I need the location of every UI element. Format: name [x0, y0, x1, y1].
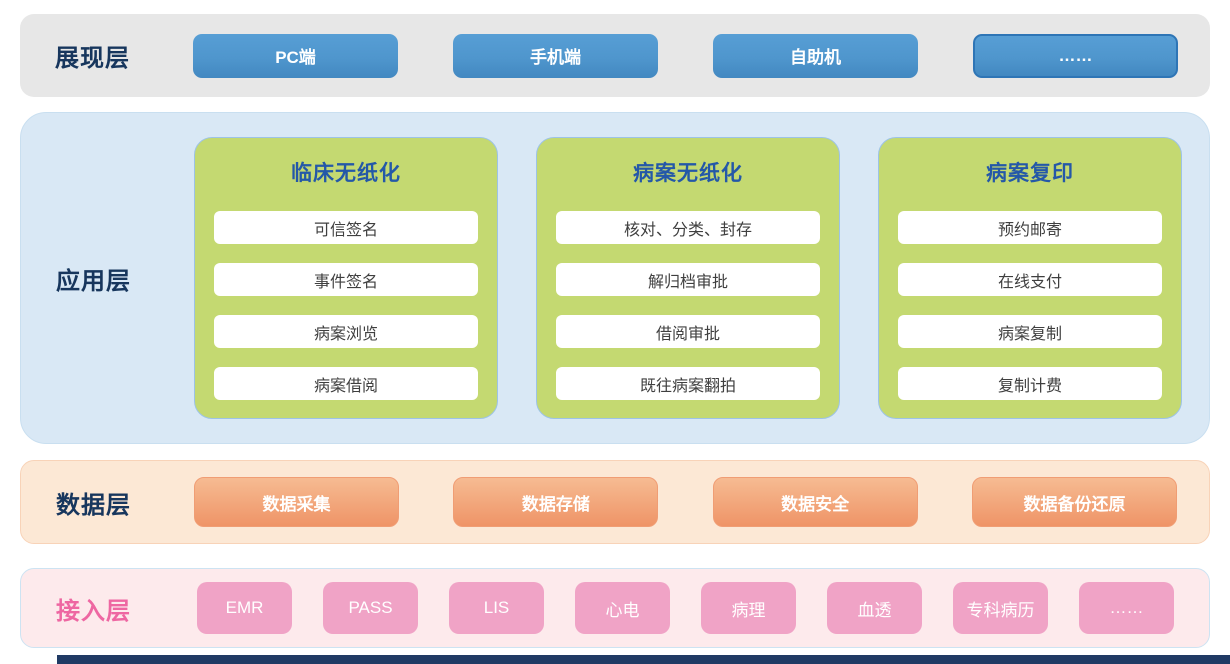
application-layer-label: 应用层: [56, 267, 131, 295]
access-node-pathology: 病理: [701, 582, 796, 634]
app-card-records-paperless: 病案无纸化 核对、分类、封存 解归档审批 借阅审批 既往病案翻拍: [536, 137, 840, 419]
app-feature-pill: 事件签名: [214, 263, 478, 296]
presentation-node-more: ……: [973, 33, 1178, 78]
app-feature-pill: 可信签名: [214, 211, 478, 244]
app-feature-pill: 核对、分类、封存: [556, 211, 820, 244]
data-node-security: 数据安全: [712, 477, 918, 527]
app-feature-pill: 在线支付: [898, 263, 1162, 296]
access-node-emr: EMR: [197, 582, 292, 634]
data-node-collection: 数据采集: [194, 477, 399, 527]
presentation-layer: 展现层 PC端 手机端 自助机 ……: [20, 14, 1210, 97]
card-title: 临床无纸化: [291, 162, 401, 185]
access-node-specialty-records: 专科病历: [953, 582, 1048, 634]
app-feature-pill: 病案浏览: [214, 315, 478, 348]
access-layer: 接入层 EMR PASS LIS 心电 病理 血透 专科病历 ……: [20, 568, 1210, 648]
app-feature-pill: 解归档审批: [556, 263, 820, 296]
data-node-storage: 数据存储: [453, 477, 659, 527]
presentation-node-mobile: 手机端: [453, 33, 658, 78]
app-card-clinical-paperless: 临床无纸化 可信签名 事件签名 病案浏览 病案借阅: [194, 137, 498, 419]
access-node-lis: LIS: [449, 582, 544, 634]
app-feature-pill: 预约邮寄: [898, 211, 1162, 244]
app-card-records-copy: 病案复印 预约邮寄 在线支付 病案复制 复制计费: [878, 137, 1182, 419]
access-node-hemodialysis: 血透: [827, 582, 922, 634]
data-node-row: 数据采集 数据存储 数据安全 数据备份还原: [194, 477, 1209, 527]
app-feature-pill: 病案借阅: [214, 367, 478, 400]
presentation-node-kiosk: 自助机: [713, 33, 918, 78]
app-feature-pill: 借阅审批: [556, 315, 820, 348]
access-layer-label: 接入层: [56, 597, 131, 625]
application-card-row: 临床无纸化 可信签名 事件签名 病案浏览 病案借阅 病案无纸化 核对、分类、封存…: [194, 137, 1209, 419]
card-title: 病案复印: [986, 162, 1074, 185]
app-feature-pill: 病案复制: [898, 315, 1162, 348]
access-node-more: ……: [1079, 582, 1174, 634]
access-node-ecg: 心电: [575, 582, 670, 634]
access-node-row: EMR PASS LIS 心电 病理 血透 专科病历 ……: [197, 582, 1209, 634]
access-node-pass: PASS: [323, 582, 418, 634]
app-feature-pill: 既往病案翻拍: [556, 367, 820, 400]
presentation-node-row: PC端 手机端 自助机 ……: [193, 33, 1210, 78]
footer-bar: [57, 655, 1230, 664]
data-layer: 数据层 数据采集 数据存储 数据安全 数据备份还原: [20, 460, 1210, 544]
app-feature-pill: 复制计费: [898, 367, 1162, 400]
presentation-layer-label: 展现层: [55, 45, 130, 72]
application-layer: 应用层 临床无纸化 可信签名 事件签名 病案浏览 病案借阅 病案无纸化 核对、分…: [20, 112, 1210, 444]
presentation-node-pc: PC端: [193, 33, 398, 78]
data-node-backup-restore: 数据备份还原: [971, 477, 1177, 527]
card-title: 病案无纸化: [633, 162, 743, 185]
data-layer-label: 数据层: [56, 491, 131, 519]
